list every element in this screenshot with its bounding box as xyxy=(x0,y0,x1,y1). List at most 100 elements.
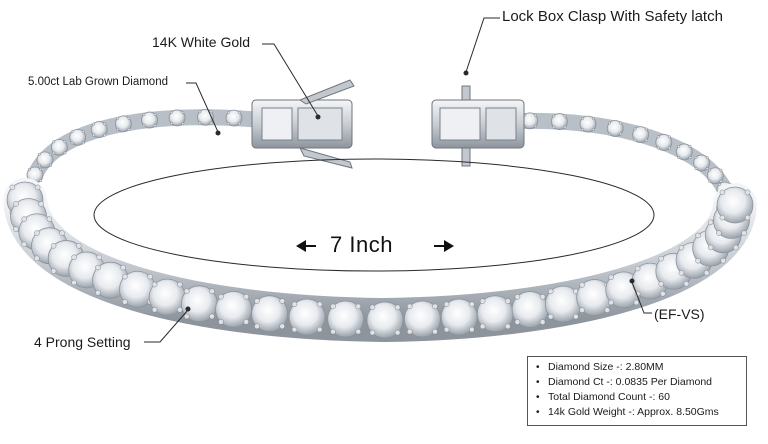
prong-callout-label: 4 Prong Setting xyxy=(34,334,131,350)
prong xyxy=(34,230,40,236)
prong xyxy=(547,313,554,320)
callout-leader-lines xyxy=(144,17,652,343)
prong xyxy=(34,184,41,191)
prong xyxy=(733,244,739,251)
prong xyxy=(432,303,438,310)
prong xyxy=(677,144,681,148)
diamond-stone xyxy=(551,113,568,130)
arrow-left-icon xyxy=(444,240,454,252)
prong xyxy=(52,151,56,155)
prong xyxy=(71,279,77,286)
prong xyxy=(369,304,376,311)
prong xyxy=(153,113,157,116)
prong xyxy=(170,122,173,126)
diamond-stone xyxy=(675,143,693,161)
prong xyxy=(658,281,664,287)
diamond-stone xyxy=(36,151,54,169)
prong xyxy=(316,326,323,333)
prong xyxy=(122,273,128,280)
prong xyxy=(432,328,438,335)
prong xyxy=(608,299,614,306)
diamond-stone xyxy=(225,109,243,127)
prong xyxy=(13,201,19,207)
diamond-stone xyxy=(251,295,289,333)
prong xyxy=(243,293,249,300)
prong xyxy=(151,306,158,313)
prong xyxy=(369,329,376,336)
prong xyxy=(226,111,230,114)
prong xyxy=(279,323,285,330)
prong xyxy=(608,121,612,125)
prong xyxy=(355,303,362,310)
spec-item: Diamond Size -: 2.80MM xyxy=(536,360,740,375)
prong xyxy=(644,138,648,142)
prong xyxy=(708,168,712,172)
prong xyxy=(707,219,714,226)
prong xyxy=(608,132,612,136)
prong xyxy=(151,281,158,288)
diamond-stone xyxy=(327,300,365,338)
prong xyxy=(76,243,82,249)
prong xyxy=(177,281,183,288)
prong xyxy=(291,326,298,333)
prong xyxy=(744,189,751,196)
prong xyxy=(580,117,584,121)
prong xyxy=(717,182,721,186)
prong xyxy=(254,298,260,304)
prong xyxy=(744,214,751,221)
prong xyxy=(70,130,74,134)
prong xyxy=(719,179,723,183)
metal-callout-label: 14K White Gold xyxy=(152,34,251,50)
bracelet-length-label: 7 Inch xyxy=(330,232,393,257)
prong xyxy=(505,298,511,304)
prong xyxy=(95,264,101,271)
prong xyxy=(238,122,242,126)
prong xyxy=(695,257,701,264)
spec-item: Diamond Ct -: 0.0835 Per Diamond xyxy=(536,375,740,390)
prong xyxy=(705,156,709,159)
prong xyxy=(658,255,664,262)
diamond-stone xyxy=(168,109,186,127)
prong xyxy=(243,319,249,325)
bracelet-back-row xyxy=(26,108,734,199)
prong xyxy=(142,124,146,128)
prong xyxy=(209,313,215,320)
prong xyxy=(552,114,556,118)
diamond-stone xyxy=(69,128,87,146)
diamond-stone xyxy=(716,186,754,224)
prong xyxy=(209,110,213,114)
prong xyxy=(34,255,40,262)
prong xyxy=(580,128,584,132)
prong xyxy=(96,254,103,261)
prong xyxy=(505,323,511,330)
prong xyxy=(695,232,701,239)
prong xyxy=(209,121,213,125)
prong xyxy=(694,156,698,159)
prong xyxy=(592,128,596,132)
prong xyxy=(226,122,230,126)
prong xyxy=(703,270,710,276)
prong xyxy=(514,294,521,300)
prong xyxy=(39,167,43,171)
prong xyxy=(63,151,67,155)
prong xyxy=(122,299,128,305)
prong xyxy=(52,140,56,144)
bracelet-front-row xyxy=(3,178,757,343)
prong xyxy=(9,184,16,191)
diamond-stone xyxy=(403,300,441,338)
prong xyxy=(27,167,31,171)
spec-item: Total Diamond Count -: 60 xyxy=(536,390,740,405)
diamond-stone xyxy=(655,134,673,151)
prong xyxy=(539,294,546,300)
prong xyxy=(707,244,714,251)
diamond-stone xyxy=(288,298,326,336)
prong xyxy=(63,140,67,144)
prong xyxy=(38,201,44,207)
prong xyxy=(534,113,537,117)
diamond-stone xyxy=(50,138,68,156)
prong xyxy=(644,127,648,131)
diamond-stone xyxy=(579,115,597,133)
prong xyxy=(579,307,585,313)
prong xyxy=(720,257,727,264)
prong xyxy=(142,113,146,116)
